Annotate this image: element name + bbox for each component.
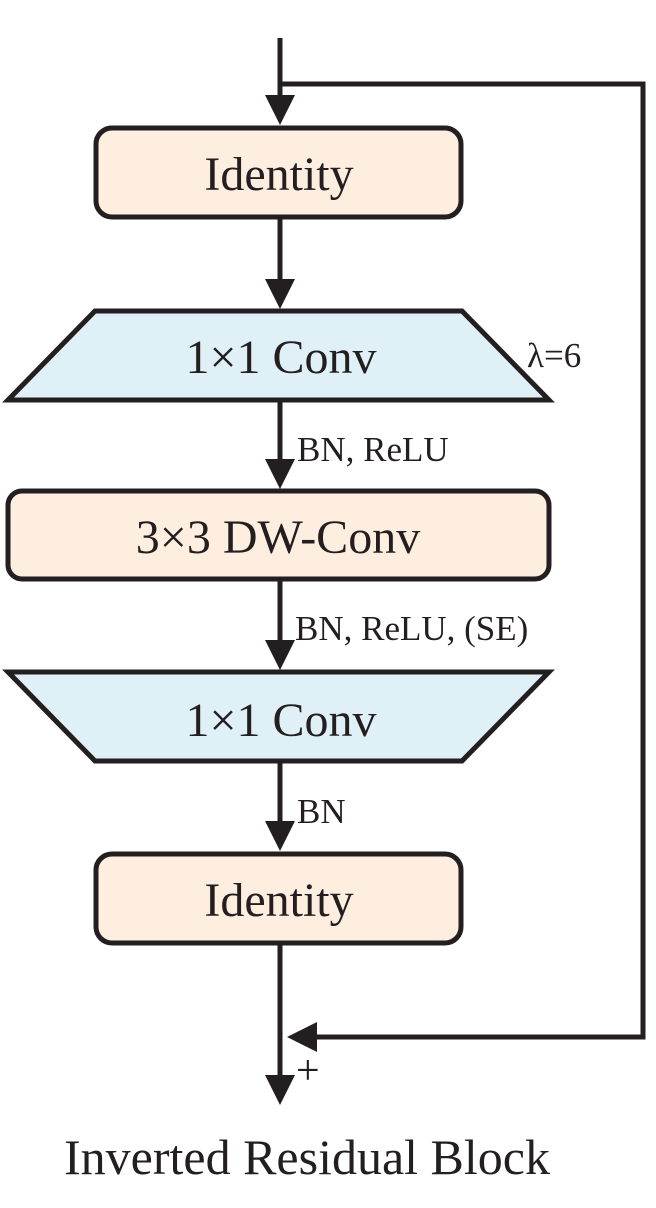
conv1x1-project-box [2, 669, 555, 764]
identity-bottom-label: Identity [204, 874, 353, 927]
add-symbol: + [296, 1048, 320, 1094]
conv1x1-expand-label: 1×1 Conv [185, 331, 376, 384]
after-project-annotation: BN [297, 792, 346, 831]
after-dwconv-annotation: BN, ReLU, (SE) [295, 609, 528, 648]
conv1x1-expand-box [2, 308, 555, 403]
expansion-ratio-label: λ=6 [527, 336, 581, 375]
skip-connection-edge [280, 81, 646, 1052]
dwconv-label: 3×3 DW-Conv [136, 511, 420, 564]
conv1x1-project-label: 1×1 Conv [185, 694, 376, 747]
after-expand-annotation: BN, ReLU [297, 430, 449, 469]
diagram-title: Inverted Residual Block [64, 1129, 550, 1185]
identity-top-label: Identity [204, 148, 353, 201]
